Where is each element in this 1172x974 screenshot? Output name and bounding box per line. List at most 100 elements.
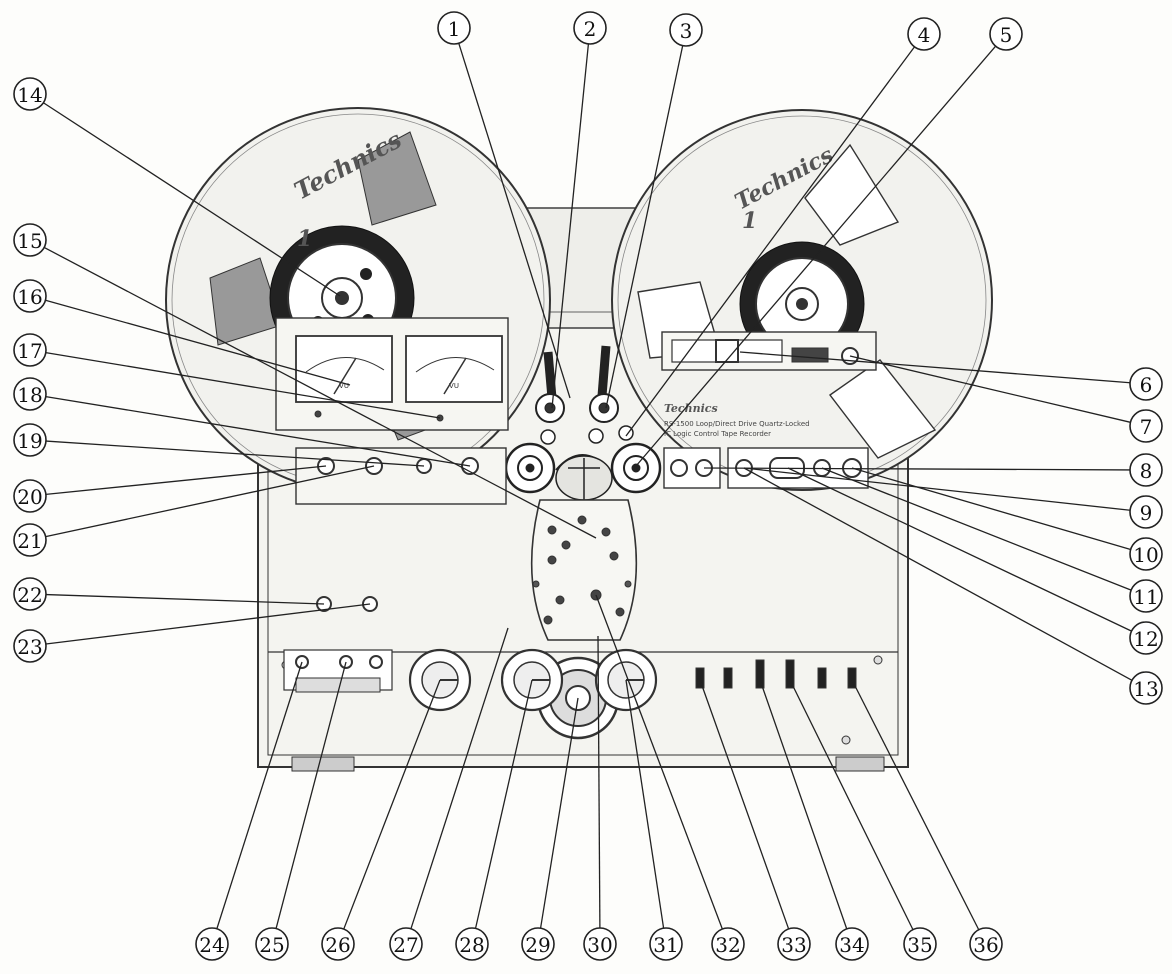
callout-circle-15 (13, 223, 47, 257)
callout-circle-16 (13, 279, 47, 313)
callout-number-15: 15 (17, 229, 42, 253)
callout-16: 16 (13, 279, 47, 313)
callout-number-20: 20 (17, 485, 42, 509)
callout-number-6: 6 (1140, 373, 1153, 397)
callout-28: 28 (455, 927, 489, 961)
callout-number-17: 17 (17, 339, 42, 363)
callout-circle-3 (669, 13, 703, 47)
leader-line-7 (849, 355, 1131, 423)
callout-number-27: 27 (393, 933, 418, 957)
leader-line-28 (474, 679, 533, 929)
leader-line-8 (703, 467, 1131, 471)
leader-line-25 (275, 661, 347, 929)
leader-line-30 (597, 635, 601, 929)
leader-line-17 (45, 351, 441, 419)
callout-circle-12 (1129, 621, 1163, 655)
leader-line-11 (821, 467, 1132, 591)
callout-circle-10 (1129, 537, 1163, 571)
callout-circle-2 (573, 11, 607, 45)
callout-1: 1 (437, 11, 471, 45)
left-reel: Technics 1 (165, 107, 551, 493)
callout-number-36: 36 (973, 933, 998, 957)
callout-circle-17 (13, 333, 47, 367)
callout-36: 36 (969, 927, 1003, 961)
callout-number-19: 19 (17, 429, 42, 453)
callout-number-21: 21 (17, 529, 42, 553)
leader-line-29 (539, 697, 579, 929)
callout-number-14: 14 (17, 83, 42, 107)
callout-circle-18 (13, 377, 47, 411)
callout-13: 13 (1129, 671, 1163, 705)
callout-5: 5 (989, 17, 1023, 51)
faceplate-brand: Technics (664, 402, 718, 415)
callout-circle-26 (321, 927, 355, 961)
callout-number-2: 2 (584, 17, 597, 41)
callout-14: 14 (13, 77, 47, 111)
callout-22: 22 (13, 577, 47, 611)
head-assembly (504, 442, 662, 501)
callout-number-11: 11 (1133, 585, 1158, 609)
vu-meter-panel: VU VU (275, 317, 509, 431)
callout-circle-32 (711, 927, 745, 961)
leader-line-4 (625, 46, 915, 437)
leader-line-23 (45, 603, 371, 645)
left-vu-label: VU (339, 382, 349, 390)
leader-line-3 (605, 45, 684, 409)
callout-25: 25 (255, 927, 289, 961)
callout-30: 30 (583, 927, 617, 961)
callout-number-16: 16 (17, 285, 42, 309)
callout-circle-35 (903, 927, 937, 961)
callout-circle-1 (437, 11, 471, 45)
callout-number-7: 7 (1140, 415, 1153, 439)
callout-number-18: 18 (17, 383, 42, 407)
callout-number-9: 9 (1140, 501, 1153, 525)
callout-circle-28 (455, 927, 489, 961)
callout-number-12: 12 (1133, 627, 1158, 651)
callout-number-3: 3 (680, 19, 693, 43)
callout-number-5: 5 (1000, 23, 1013, 47)
callout-7: 7 (1129, 409, 1163, 443)
callout-31: 31 (649, 927, 683, 961)
faceplate-line2: IC Logic Control Tape Recorder (664, 430, 771, 438)
callout-circle-24 (195, 927, 229, 961)
callout-circle-23 (13, 629, 47, 663)
callout-29: 29 (521, 927, 555, 961)
callout-number-8: 8 (1140, 459, 1153, 483)
callout-number-4: 4 (918, 23, 931, 47)
callout-circle-25 (255, 927, 289, 961)
leader-line-22 (45, 593, 325, 605)
callout-6: 6 (1129, 367, 1163, 401)
leader-line-15 (43, 246, 597, 539)
callout-circle-20 (13, 479, 47, 513)
right-vu-label: VU (449, 382, 459, 390)
callout-circle-5 (989, 17, 1023, 51)
leader-line-24 (216, 661, 303, 929)
callout-number-24: 24 (199, 933, 224, 957)
callout-circle-19 (13, 423, 47, 457)
callout-circle-29 (521, 927, 555, 961)
callout-circle-13 (1129, 671, 1163, 705)
callout-number-1: 1 (448, 17, 461, 41)
callout-number-23: 23 (17, 635, 42, 659)
leader-line-36 (851, 679, 980, 931)
leader-line-10 (851, 467, 1131, 551)
callout-20: 20 (13, 479, 47, 513)
callout-33: 33 (777, 927, 811, 961)
callout-circle-21 (13, 523, 47, 557)
callout-35: 35 (903, 927, 937, 961)
leader-line-21 (45, 465, 375, 538)
callout-number-31: 31 (653, 933, 678, 957)
leader-line-14 (43, 102, 341, 297)
callout-circle-33 (777, 927, 811, 961)
callout-circle-30 (583, 927, 617, 961)
leader-line-34 (759, 679, 848, 930)
leader-line-6 (739, 351, 1131, 384)
callout-10: 10 (1129, 537, 1163, 571)
callout-number-13: 13 (1133, 677, 1158, 701)
callout-circle-9 (1129, 495, 1163, 529)
callout-circle-7 (1129, 409, 1163, 443)
leader-line-18 (45, 395, 471, 467)
leader-line-26 (343, 679, 441, 930)
callout-number-34: 34 (839, 933, 864, 957)
callout-number-10: 10 (1133, 543, 1158, 567)
